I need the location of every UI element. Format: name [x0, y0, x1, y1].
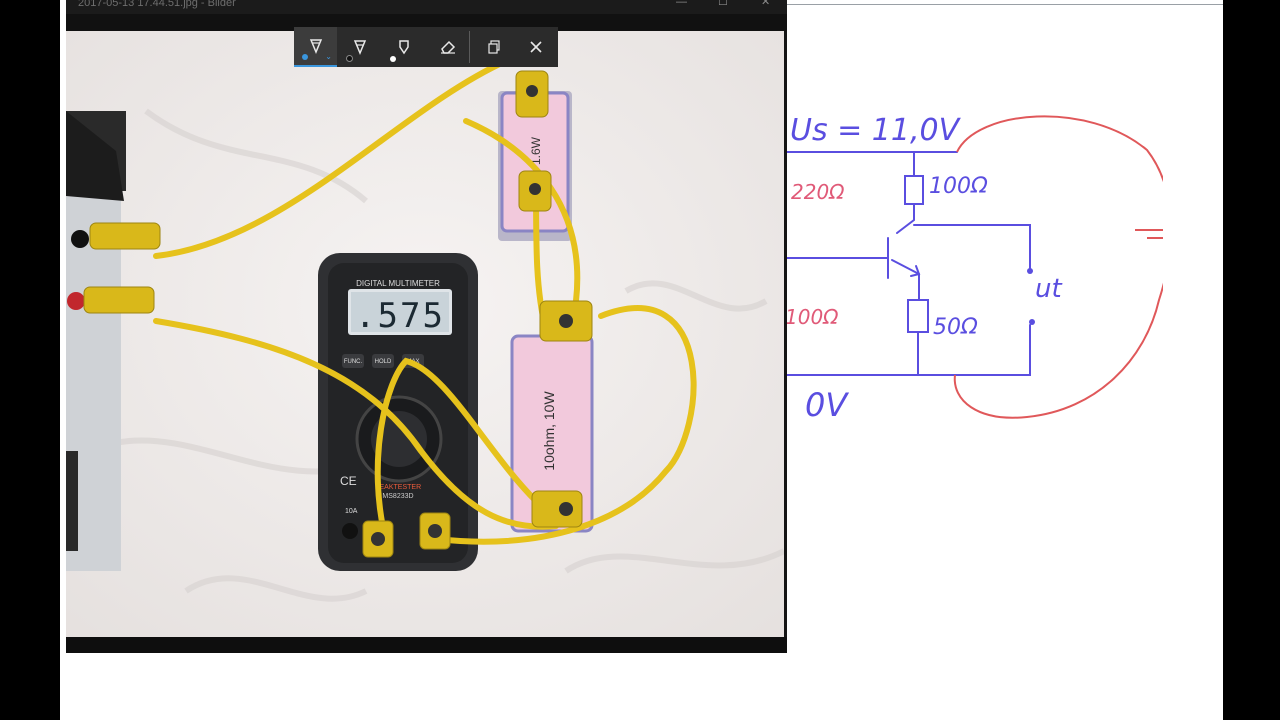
close-window-button[interactable]: ✕	[761, 0, 771, 8]
highlighter-icon	[398, 40, 409, 55]
meter-reading: .575	[355, 296, 445, 336]
chevron-down-icon: ⌄	[325, 52, 332, 61]
r2-label: 100Ω	[929, 174, 988, 199]
power-supply	[66, 111, 126, 571]
r1-label: 220Ω	[791, 180, 845, 204]
ink-toolbar: ⌄	[294, 27, 558, 67]
bottom-rail	[786, 324, 1031, 376]
title-bar[interactable]: 2017-05-13 17.44.51.jpg - Bilder — ☐ ✕	[66, 0, 787, 14]
meter-brand-label: DIGITAL MULTIMETER	[356, 279, 440, 288]
resistor-large: 10ohm, 10W	[510, 334, 594, 533]
ut-terminal-top	[1027, 268, 1033, 274]
ut-terminal-bottom	[1029, 319, 1035, 325]
pen-icon	[309, 39, 322, 54]
pencil-tool[interactable]	[338, 27, 381, 67]
circuit-diagram: + − Us = 11,0V 220Ω 100Ω 100Ω 50Ω ut 0V	[785, 113, 1163, 424]
multimeter: DIGITAL MULTIMETER .575 FUNC. HOLD MAX C…	[318, 253, 478, 571]
photo-scene: 1.6W 10ohm, 10W DIGITAL MULTIMETER .575 …	[66, 31, 784, 637]
pencil-color-dot	[346, 55, 353, 62]
canvas-top-border	[787, 4, 1223, 5]
eraser-icon	[440, 40, 455, 54]
supply-voltage-label: Us = 11,0V	[790, 113, 962, 148]
resistor-small-label: 1.6W	[529, 136, 543, 165]
resistor-r4	[907, 299, 929, 333]
jack-10a-label: 10A	[345, 508, 358, 515]
r4-label: 50Ω	[933, 315, 978, 340]
minimize-button[interactable]: —	[676, 0, 687, 8]
r3-label: 100Ω	[785, 305, 839, 329]
plug-sockets	[371, 85, 573, 546]
ut-label: ut	[1035, 274, 1062, 304]
window-title: 2017-05-13 17.44.51.jpg - Bilder	[78, 0, 236, 9]
photo-viewer-window[interactable]: 2017-05-13 17.44.51.jpg - Bilder — ☐ ✕	[66, 0, 787, 653]
meter-model-label: MS8233D	[382, 493, 413, 500]
close-ink-button[interactable]	[516, 27, 556, 67]
pencil-icon	[353, 40, 366, 55]
photo-image[interactable]: 1.6W 10ohm, 10W DIGITAL MULTIMETER .575 …	[66, 31, 784, 637]
meter-func-button: FUNC.	[344, 359, 363, 365]
cloth-folds	[84, 108, 784, 602]
highlighter-color-dot	[390, 56, 396, 62]
ground-label: 0V	[805, 386, 849, 424]
maximize-button[interactable]: ☐	[718, 0, 728, 8]
battery-loop	[953, 115, 1163, 419]
r2-to-collector	[896, 203, 915, 234]
viewer-bottom-bar	[66, 637, 787, 653]
viewer-toolbar-strip	[66, 14, 787, 31]
copy-button[interactable]	[474, 27, 514, 67]
meter-maker-label: PEAKTESTER	[375, 484, 421, 491]
resistor-r2	[904, 175, 924, 205]
highlighter-tool[interactable]	[382, 27, 425, 67]
meter-hold-button: HOLD	[375, 359, 392, 365]
eraser-tool[interactable]	[426, 27, 469, 67]
pen-color-dot	[302, 54, 308, 60]
close-icon	[530, 41, 542, 53]
ballpoint-pen-tool[interactable]: ⌄	[294, 27, 337, 67]
toolbar-separator	[469, 31, 470, 63]
copy-icon	[488, 40, 500, 54]
emitter-line	[891, 259, 920, 275]
resistor-large-label: 10ohm, 10W	[541, 391, 557, 471]
collector-wire	[913, 224, 1031, 271]
ce-mark: CE	[340, 474, 357, 488]
